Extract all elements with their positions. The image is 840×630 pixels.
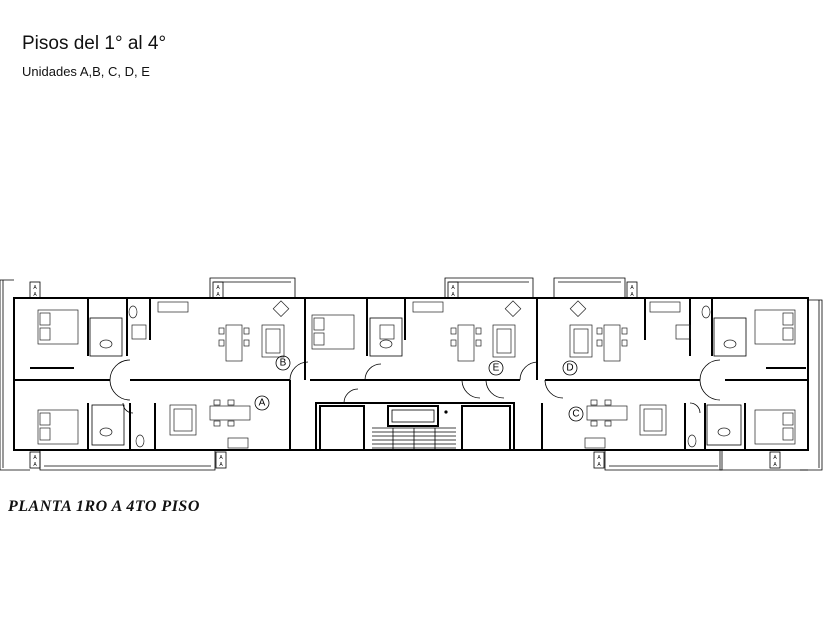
balconies-top xyxy=(209,277,626,298)
dining-table-icon xyxy=(596,324,628,362)
sofa-icon xyxy=(169,404,197,436)
armchair-icon xyxy=(569,300,587,317)
svg-text:A: A xyxy=(33,455,37,461)
svg-text:A: A xyxy=(33,292,37,298)
unit-label-c: C xyxy=(568,406,584,422)
sofas xyxy=(169,324,667,436)
stove-icon xyxy=(675,324,691,340)
svg-text:A: A xyxy=(773,455,777,461)
wall-tags: AA AA AA AA AA AA AA AA xyxy=(29,281,781,469)
page-title: Pisos del 1° al 4° xyxy=(22,33,167,54)
bed-icon xyxy=(754,409,796,445)
washbasin-icon xyxy=(99,427,113,437)
toilet-icon xyxy=(135,434,145,448)
bed-icon xyxy=(37,409,79,445)
door-swings xyxy=(109,359,721,414)
dining-table-icon xyxy=(209,399,251,427)
stair-core xyxy=(319,405,511,451)
dining-tables xyxy=(209,324,628,427)
wall-tag: AA xyxy=(215,451,227,469)
armchairs xyxy=(272,300,587,317)
stove-icon xyxy=(131,324,147,340)
svg-text:D: D xyxy=(566,363,573,374)
svg-text:B: B xyxy=(280,358,287,369)
svg-text:E: E xyxy=(493,363,500,374)
washbasin-icon xyxy=(717,427,731,437)
bed-icon xyxy=(311,314,355,350)
unit-label-b: B xyxy=(275,355,291,371)
svg-text:A: A xyxy=(630,292,634,298)
kitchen-counter-icon xyxy=(157,301,189,313)
wall-tag: AA xyxy=(769,451,781,469)
wall-tag: AA xyxy=(593,451,605,469)
svg-text:A: A xyxy=(33,462,37,468)
unit-label-a: A xyxy=(254,395,270,411)
exterior-walls xyxy=(0,279,823,471)
beds xyxy=(37,309,796,445)
unit-label-d: D xyxy=(562,360,578,376)
wall-tag: AA xyxy=(212,281,224,299)
stove-icon xyxy=(379,324,395,340)
washbasin-icon xyxy=(723,339,737,349)
armchair-icon xyxy=(272,300,290,317)
svg-text:A: A xyxy=(597,455,601,461)
plan-caption: PLANTA 1RO A 4TO PISO xyxy=(8,498,200,515)
washbasin-icon xyxy=(99,339,113,349)
svg-text:A: A xyxy=(259,398,266,409)
unit-labels: A B C D E xyxy=(254,355,584,422)
sofa-icon xyxy=(569,324,593,358)
kitchen-counter-icon xyxy=(227,437,249,449)
svg-text:A: A xyxy=(451,292,455,298)
kitchens xyxy=(131,301,691,449)
bathroom-fixtures xyxy=(99,305,737,448)
kitchen-counter-icon xyxy=(584,437,606,449)
kitchen-counter-icon xyxy=(649,301,681,313)
armchair-icon xyxy=(504,300,522,317)
washbasin-icon xyxy=(379,339,393,349)
stair-steps xyxy=(372,427,456,450)
wall-tag: AA xyxy=(447,281,459,299)
page-subtitle: Unidades A,B, C, D, E xyxy=(22,64,150,79)
toilet-icon xyxy=(128,305,138,319)
kitchen-counter-icon xyxy=(412,301,444,313)
balconies-bottom xyxy=(39,450,808,471)
svg-text:A: A xyxy=(219,455,223,461)
bed-icon xyxy=(754,309,796,345)
wall-tag: AA xyxy=(29,451,41,469)
svg-text:A: A xyxy=(33,285,37,291)
svg-text:A: A xyxy=(451,285,455,291)
svg-text:C: C xyxy=(572,409,579,420)
svg-text:A: A xyxy=(216,292,220,298)
bed-icon xyxy=(37,309,79,345)
interior-walls xyxy=(14,298,808,450)
dining-table-icon xyxy=(586,399,628,427)
sofa-icon xyxy=(639,404,667,436)
toilet-icon xyxy=(687,434,697,448)
wall-tag: AA xyxy=(626,281,638,299)
dining-table-icon xyxy=(218,324,250,362)
sofa-icon xyxy=(261,324,285,358)
sofa-icon xyxy=(492,324,516,358)
svg-text:A: A xyxy=(219,462,223,468)
svg-text:A: A xyxy=(630,285,634,291)
svg-text:A: A xyxy=(773,462,777,468)
toilet-icon xyxy=(701,305,711,319)
svg-text:A: A xyxy=(597,462,601,468)
svg-text:A: A xyxy=(216,285,220,291)
wall-tag: AA xyxy=(29,281,41,299)
dining-table-icon xyxy=(450,324,482,362)
unit-label-e: E xyxy=(488,360,504,376)
